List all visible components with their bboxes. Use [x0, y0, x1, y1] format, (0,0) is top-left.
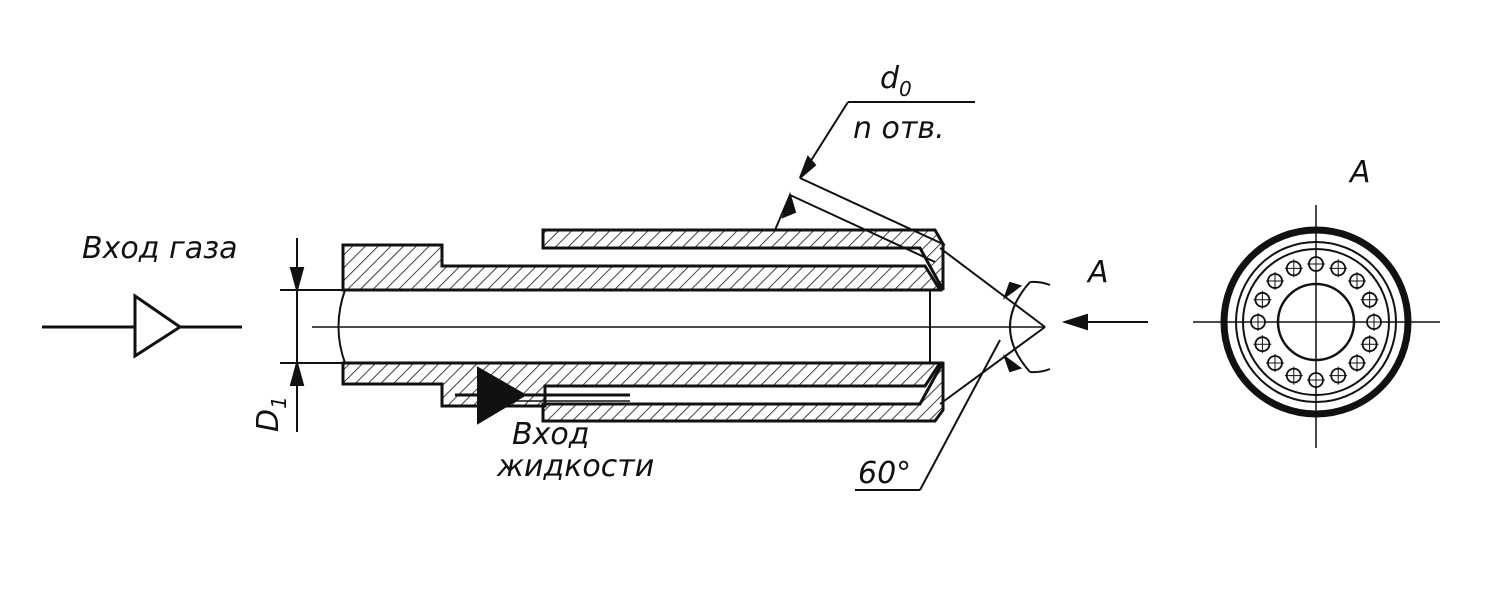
lower-inner-wall [341, 361, 943, 408]
nozzle-body [337, 228, 945, 423]
spray-hole [1249, 313, 1267, 331]
spray-hole [1307, 255, 1325, 273]
spray-hole [1365, 313, 1383, 331]
spray-hole [1266, 272, 1284, 290]
spray-hole [1329, 259, 1348, 278]
hole-dimension [774, 101, 975, 263]
spray-hole [1348, 354, 1366, 372]
upper-inner-wall [341, 243, 943, 292]
spray-hole [1360, 335, 1379, 354]
spray-hole [1329, 366, 1348, 385]
d1-dimension [280, 238, 343, 432]
view-a-title: A [1348, 155, 1371, 190]
spray-hole [1253, 290, 1272, 309]
spray-hole [1266, 354, 1284, 372]
hole-diameter-label: d0 [880, 61, 912, 101]
angle-label: 60° [858, 456, 911, 491]
spray-hole [1360, 290, 1379, 309]
angle-leader [855, 339, 1001, 491]
spray-hole [1253, 335, 1272, 354]
liquid-inlet-label-line1: Вход [512, 417, 589, 452]
liquid-inlet-arrow [455, 366, 630, 425]
spray-hole [1284, 366, 1303, 385]
d1-label: D1 [251, 396, 291, 432]
spray-hole [1307, 371, 1325, 389]
liquid-inlet-label-line2: жидкости [496, 449, 654, 484]
gas-inlet-arrow [42, 293, 242, 359]
spray-hole [1348, 272, 1366, 290]
spray-cone [939, 247, 1051, 405]
view-arrow-label: A [1086, 255, 1109, 290]
view-a-end-view [1193, 205, 1440, 448]
view-a-arrow [1061, 313, 1148, 331]
spray-hole [1284, 259, 1303, 278]
gas-inlet-label: Вход газа [82, 231, 237, 266]
hole-count-label: n отв. [853, 111, 945, 146]
